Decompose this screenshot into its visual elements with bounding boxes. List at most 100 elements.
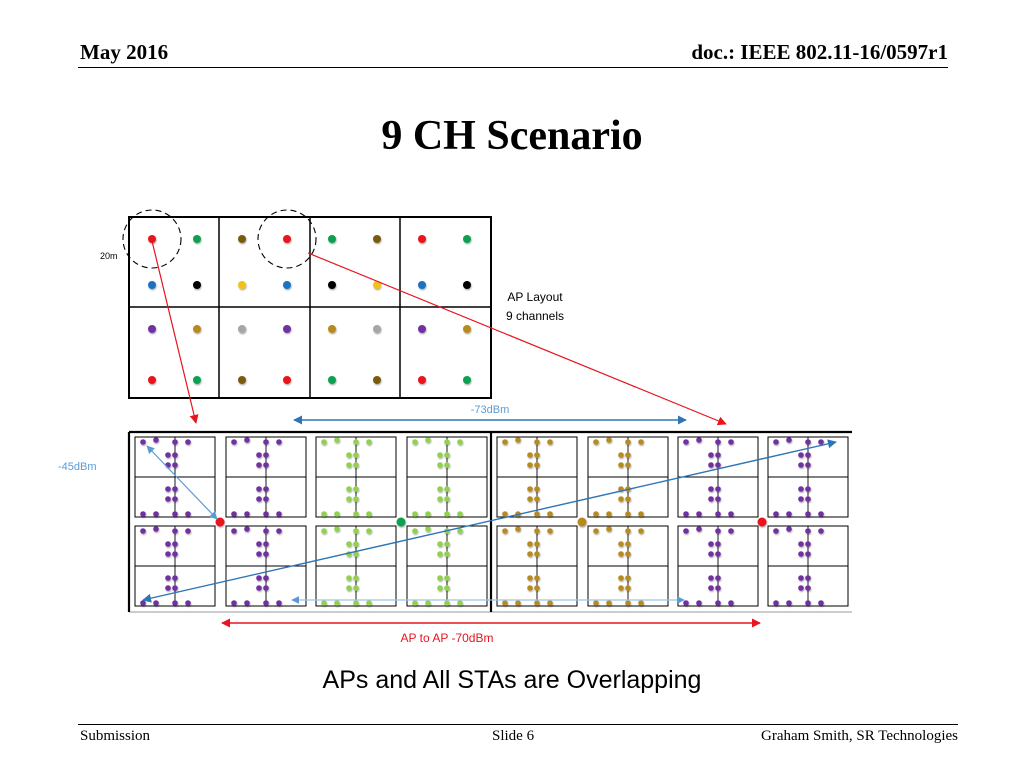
sta-dot: [534, 511, 540, 517]
sta-dot: [606, 437, 612, 443]
sta-dot: [140, 439, 146, 445]
sta-dot: [444, 486, 450, 492]
sta-dot: [444, 575, 450, 581]
sta-dot: [437, 496, 443, 502]
sta-dot: [276, 439, 282, 445]
sta-dot: [244, 437, 250, 443]
sta-dot: [185, 528, 191, 534]
sta-dot: [818, 600, 824, 606]
sta-dot: [534, 600, 540, 606]
sta-dot: [527, 585, 533, 591]
sta-dot: [606, 526, 612, 532]
sta-dot: [346, 496, 352, 502]
sta-block: [496, 436, 578, 518]
sta-dot: [625, 541, 631, 547]
sta-block: [406, 436, 488, 518]
sta-dot: [773, 528, 779, 534]
header-date: May 2016: [80, 40, 169, 64]
mapping-arrow: [151, 240, 199, 424]
sta-dot: [696, 437, 702, 443]
sta-dot: [805, 585, 811, 591]
ap-sta-arrow: [146, 445, 218, 520]
ap-sta-label: -45dBm: [58, 461, 97, 473]
sta-dot: [805, 600, 811, 606]
ap-layout-label: AP Layout: [507, 290, 563, 304]
sta-dot: [728, 528, 734, 534]
sta-dot: [773, 511, 779, 517]
header-divider: [78, 67, 948, 68]
sta-dot: [366, 511, 372, 517]
ap-dot: [238, 235, 246, 243]
sta-dot: [172, 496, 178, 502]
sta-dot: [798, 462, 804, 468]
sta-dot: [606, 600, 612, 606]
sta-dot: [728, 600, 734, 606]
sta-dot: [457, 511, 463, 517]
ap-dot: [373, 325, 381, 333]
sta-dot: [172, 575, 178, 581]
sta-dot: [256, 452, 262, 458]
sta-dot: [805, 541, 811, 547]
footer-author: Graham Smith, SR Technologies: [761, 728, 958, 744]
sta-dot: [437, 462, 443, 468]
sta-dot: [818, 528, 824, 534]
slide-caption: APs and All STAs are Overlapping: [322, 666, 702, 694]
sta-dot: [534, 452, 540, 458]
sta-dot: [425, 437, 431, 443]
sta-dot: [502, 511, 508, 517]
sta-dot: [798, 496, 804, 502]
sta-dot: [805, 511, 811, 517]
sta-dot: [618, 496, 624, 502]
sta-dot: [696, 511, 702, 517]
sta-dot: [165, 486, 171, 492]
sta-dot: [263, 575, 269, 581]
sta-dot: [715, 462, 721, 468]
sta-dot: [805, 551, 811, 557]
sta-dot: [346, 452, 352, 458]
sta-dot: [165, 496, 171, 502]
sta-dot: [708, 462, 714, 468]
sta-dot: [625, 585, 631, 591]
sta-dot: [263, 551, 269, 557]
sta-dot: [172, 452, 178, 458]
sta-dot: [715, 452, 721, 458]
sta-dot: [715, 511, 721, 517]
ap-dot: [328, 281, 336, 289]
sta-dot: [457, 600, 463, 606]
sta-dot: [625, 439, 631, 445]
ap-layout-channels-label: 9 channels: [506, 309, 564, 323]
sta-dot: [276, 528, 282, 534]
sta-dot: [276, 600, 282, 606]
sta-dot: [346, 462, 352, 468]
header-doc-id: doc.: IEEE 802.11-16/0597r1: [691, 40, 948, 64]
sta-dot: [412, 528, 418, 534]
ap-dot: [328, 235, 336, 243]
center-ap-dot: [396, 517, 406, 527]
sta-dot: [805, 462, 811, 468]
center-ap-dot: [757, 517, 767, 527]
sta-dot: [172, 528, 178, 534]
sta-dot: [263, 496, 269, 502]
sta-dot: [346, 541, 352, 547]
sta-dot: [708, 541, 714, 547]
sta-dot: [437, 452, 443, 458]
ap-dot: [328, 325, 336, 333]
sta-dot: [256, 496, 262, 502]
sta-dot: [444, 511, 450, 517]
sta-dot: [231, 439, 237, 445]
sta-dot: [534, 528, 540, 534]
sta-dot: [437, 486, 443, 492]
sta-dot: [444, 439, 450, 445]
sta-dot: [728, 511, 734, 517]
sta-dot: [263, 439, 269, 445]
sta-dot: [638, 439, 644, 445]
sta-dot: [256, 486, 262, 492]
sta-dot: [165, 575, 171, 581]
footer-divider: [78, 724, 958, 725]
sta-dot: [444, 551, 450, 557]
sta-dot: [715, 541, 721, 547]
sta-dot: [696, 526, 702, 532]
sta-dot: [263, 452, 269, 458]
sta-dot: [346, 585, 352, 591]
